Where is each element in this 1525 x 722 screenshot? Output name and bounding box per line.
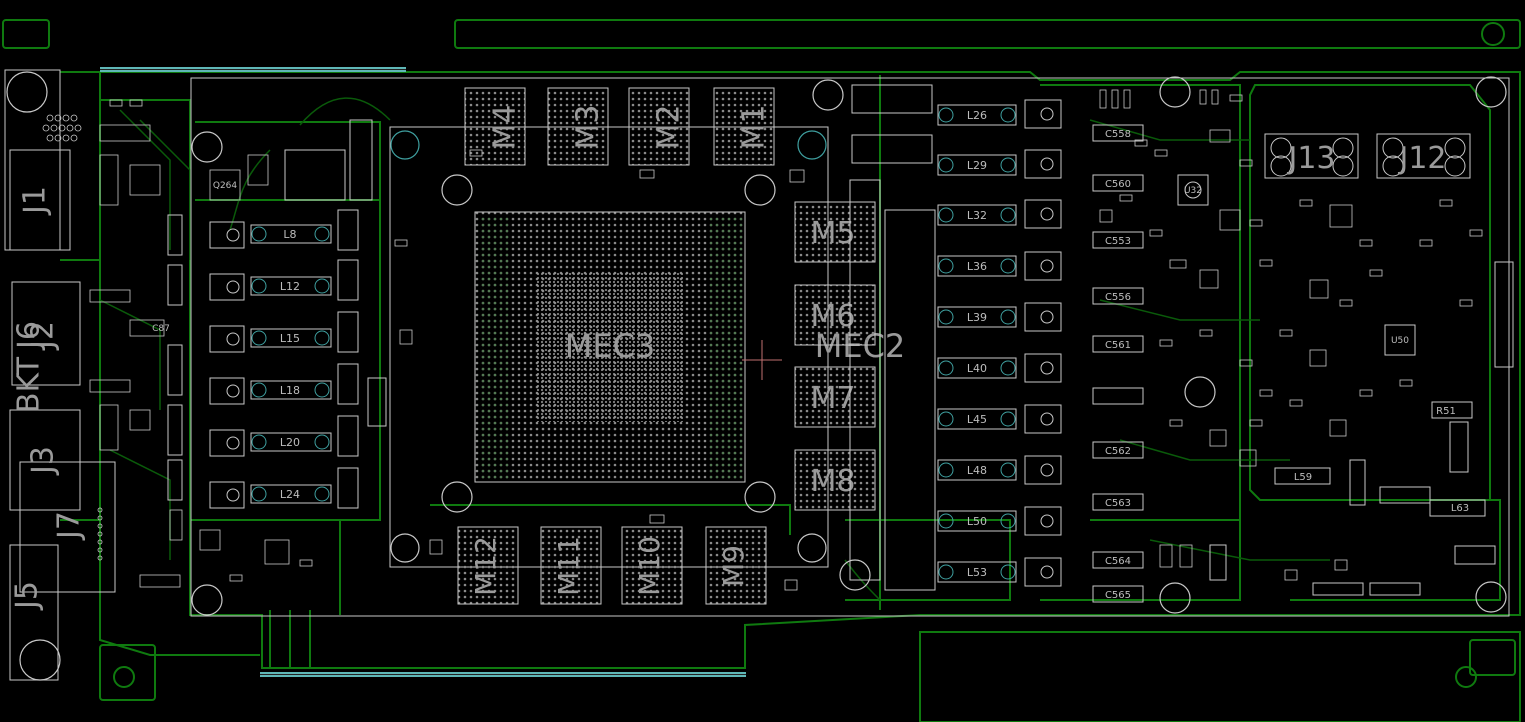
- inductor-label-l15: L15: [280, 332, 300, 345]
- memory-label-m11: M11: [552, 536, 585, 596]
- board-outline: [2, 19, 1521, 722]
- connector-label-j3: J3: [26, 446, 61, 476]
- memory-chips-bottom: M12 M11 M10 M9: [457, 526, 767, 605]
- component-label-q264: Q264: [213, 181, 238, 191]
- bracket-label: BKT: [12, 356, 47, 413]
- connector-label-j5: J5: [10, 581, 45, 611]
- inductor-label-l40: L40: [967, 362, 987, 375]
- inductor-label-l18: L18: [280, 384, 300, 397]
- inductor-label-l29: L29: [967, 159, 987, 172]
- connector-label-j6: J6: [12, 321, 47, 351]
- component-label-c87: C87: [152, 324, 170, 334]
- inductor-label-l45: L45: [967, 413, 987, 426]
- inductor-label-l20: L20: [280, 436, 300, 449]
- gpu-package: MEC3 MEC2: [474, 211, 905, 483]
- left-vrm-mosfets: [209, 221, 245, 509]
- memory-label-m8: M8: [811, 464, 856, 499]
- inductor-label-l50: L50: [967, 515, 987, 528]
- memory-chips-right: M5 M6 M7 M8: [794, 201, 876, 511]
- right-vrm-mosfets: [1024, 99, 1062, 587]
- right-vrm-capacitors: C558 C560 C553 C556 C561 C562 C563 C564 …: [1092, 124, 1144, 603]
- memory-label-m3: M3: [571, 105, 606, 150]
- chip-label-u50: U50: [1391, 336, 1409, 346]
- inductor-label-l32: L32: [967, 209, 987, 222]
- connector-label-j12: J12: [1397, 141, 1446, 176]
- inductor-label-l53: L53: [967, 566, 987, 579]
- mounting-holes: [6, 71, 1507, 681]
- cap-label-c565: C565: [1105, 590, 1131, 601]
- cap-label-c562: C562: [1105, 446, 1131, 457]
- memory-label-m7: M7: [811, 381, 856, 416]
- left-edge-labels: Q264 C87 J1 J6 J2 BKT J3 J7 J5: [10, 181, 238, 611]
- inductor-label-l8: L8: [283, 228, 296, 241]
- top-connector-strip: [100, 67, 406, 72]
- connector-label-j13: J13: [1286, 141, 1335, 176]
- inductor-label-l36: L36: [967, 260, 987, 273]
- memory-label-m2: M2: [652, 105, 687, 150]
- cap-label-c560: C560: [1105, 179, 1131, 190]
- connector-label-j2: J2: [26, 321, 61, 351]
- memory-label-m6: M6: [811, 299, 856, 334]
- gpu-label: MEC3: [565, 327, 656, 365]
- header-pins: [42, 114, 103, 561]
- connector-label-j7: J7: [52, 511, 87, 541]
- controller-labels: J13 J12 U32 U50 R51 L59 L63: [1184, 141, 1469, 514]
- inductor-label-l24: L24: [280, 488, 300, 501]
- memory-chips-top: M4 M3 M2 M1: [464, 87, 775, 166]
- inductor-label-l39: L39: [967, 311, 987, 324]
- memory-label-m5: M5: [811, 216, 856, 251]
- smd-components-left: [89, 99, 805, 591]
- right-vrm-caps-grid: [849, 84, 936, 591]
- cap-label-c563: C563: [1105, 498, 1131, 509]
- inductor-label-l26: L26: [967, 109, 987, 122]
- connector-label-j1: J1: [18, 186, 53, 216]
- cap-label-c564: C564: [1105, 556, 1131, 567]
- smd-components-right: [1099, 89, 1483, 581]
- cap-label-c561: C561: [1105, 340, 1131, 351]
- left-vrm-inductors: L8 L12 L15 L18 L20 L24: [250, 224, 332, 504]
- bottom-edge-connector: [260, 672, 746, 677]
- memory-label-m4: M4: [488, 105, 523, 150]
- inductor-label-l12: L12: [280, 280, 300, 293]
- left-vrm-capacitor-column: [167, 119, 387, 509]
- power-connectors: [1177, 137, 1514, 596]
- inductor-label-l48: L48: [967, 464, 987, 477]
- right-vrm-inductors: L26 L29 L32 L36 L39 L40 L45 L48 L50 L53: [937, 104, 1017, 583]
- memory-label-m9: M9: [717, 545, 750, 587]
- chip-label-r51: R51: [1436, 406, 1456, 417]
- memory-label-m12: M12: [469, 536, 502, 596]
- chip-label-u32: U32: [1184, 186, 1202, 196]
- inductor-label-l63: L63: [1451, 503, 1469, 514]
- silkscreen-frames: [4, 69, 1510, 681]
- inductor-label-l59: L59: [1294, 472, 1312, 483]
- memory-label-m10: M10: [633, 536, 666, 596]
- memory-label-m1: M1: [737, 105, 772, 150]
- cap-label-c553: C553: [1105, 236, 1131, 247]
- cap-label-c556: C556: [1105, 292, 1131, 303]
- cursor-crosshair: [742, 340, 782, 380]
- cap-label-c558: C558: [1105, 129, 1131, 140]
